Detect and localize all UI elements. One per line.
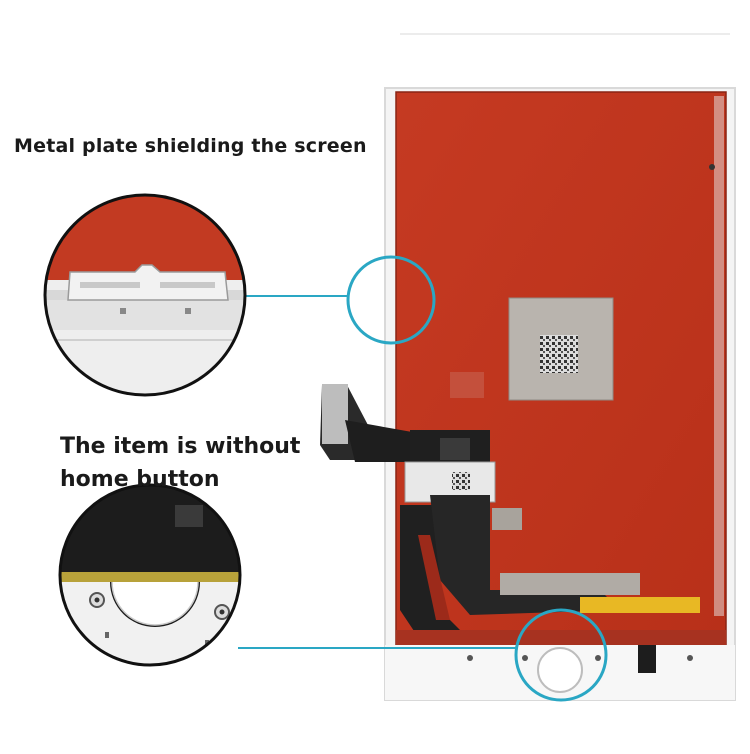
flex-ribbon-main	[430, 495, 620, 615]
callout-no-home-button-text: The item is without home button	[60, 430, 300, 496]
highlight-circle-plate	[346, 255, 436, 345]
callout-line-2: home button	[60, 467, 220, 492]
qr-label	[540, 335, 578, 373]
yellow-tape	[580, 597, 700, 613]
callout-line-1: The item is without	[60, 434, 301, 459]
metal-shield-lower	[500, 573, 640, 595]
camera-bracket	[638, 645, 656, 673]
zoom-metal-plate	[45, 195, 245, 395]
home-button-hole	[537, 647, 583, 693]
highlight-circle-home	[514, 608, 608, 702]
zoom-home-area	[60, 485, 240, 665]
callout-metal-plate-text: Metal plate shielding the screen	[14, 135, 367, 157]
